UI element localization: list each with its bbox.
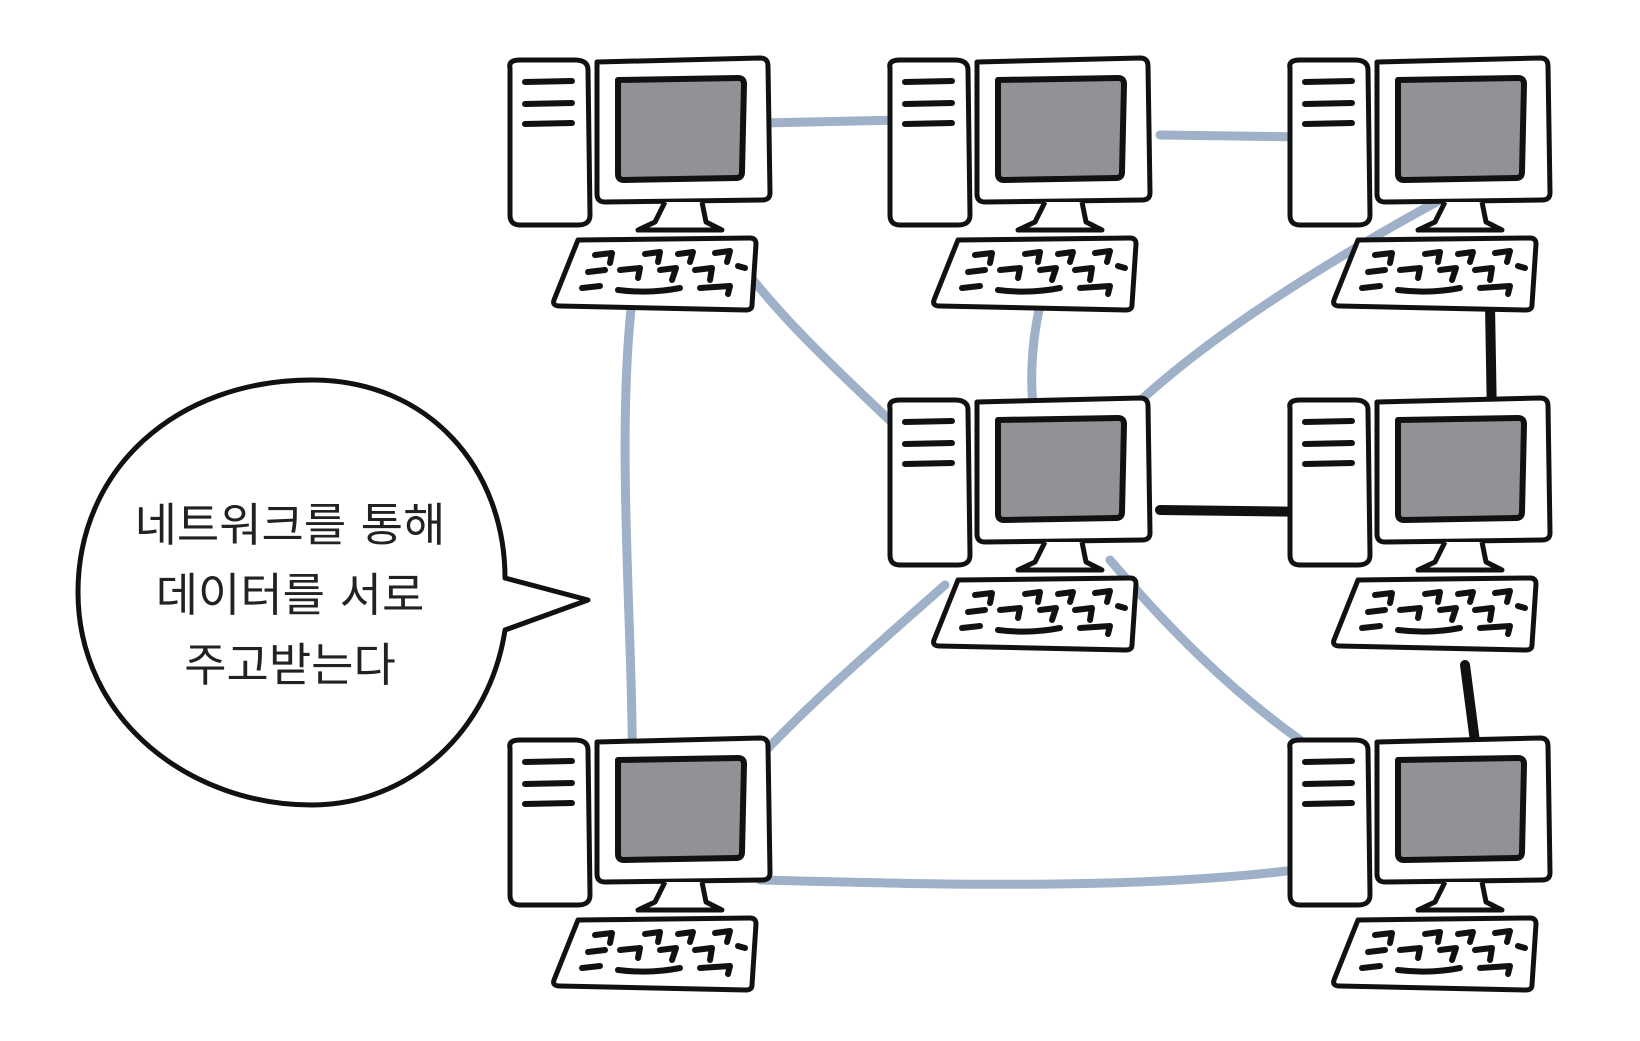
- screen: [615, 755, 747, 863]
- speech-bubble-text: 네트워크를 통해 데이터를 서로 주고받는다: [120, 490, 460, 700]
- tower-icon: [507, 57, 593, 228]
- screen: [1395, 755, 1527, 863]
- screen: [995, 415, 1127, 523]
- computer-top-left: [507, 55, 773, 313]
- screen: [615, 75, 747, 183]
- screen: [1395, 75, 1527, 183]
- speech-bubble-line-3: 주고받는다: [184, 638, 396, 692]
- computer-bottom-left: [507, 735, 773, 993]
- tower-icon: [887, 57, 973, 228]
- link-top-middle-to-top-right: [1155, 130, 1315, 142]
- computer-top-middle: [887, 55, 1153, 313]
- computer-center: [887, 395, 1153, 653]
- tower-icon: [1287, 397, 1373, 568]
- link-bottom-left-to-bottom-right: [755, 863, 1315, 889]
- computer-bottom-right: [1287, 735, 1553, 993]
- speech-bubble-line-1: 네트워크를 통해: [134, 498, 446, 552]
- tower-icon: [1287, 57, 1373, 228]
- link-top-left-to-top-middle: [755, 115, 910, 128]
- speech-bubble: [75, 377, 591, 808]
- speech-bubble-line-2: 데이터를 서로: [155, 568, 425, 622]
- tower-icon: [1287, 737, 1373, 908]
- tower-icon: [887, 397, 973, 568]
- screen: [1395, 415, 1527, 523]
- tower-icon: [507, 737, 593, 908]
- link-top-right-to-center: [1115, 195, 1445, 425]
- computer-top-right: [1287, 55, 1553, 313]
- nodes-layer: [507, 55, 1553, 993]
- link-top-left-to-bottom-left: [620, 295, 637, 795]
- screen: [995, 75, 1127, 183]
- computer-middle-right: [1287, 395, 1553, 653]
